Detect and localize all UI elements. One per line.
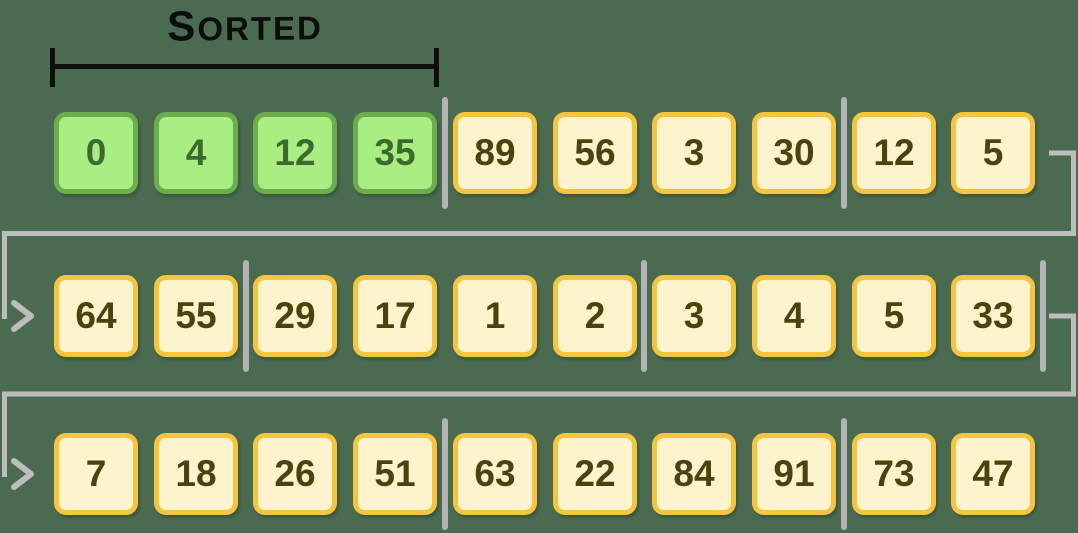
chunk-separator [243, 260, 249, 372]
array-cell-row-2-8: 5 [852, 275, 936, 357]
chunk-separator [442, 97, 448, 209]
array-cell-row-2-5: 2 [553, 275, 637, 357]
array-cell-row-2-7: 4 [752, 275, 836, 357]
chunk-separator [841, 418, 847, 530]
array-cell-row-1-7: 30 [752, 112, 836, 194]
array-cell-row-1-9: 5 [951, 112, 1035, 194]
array-cell-row-3-6: 84 [652, 433, 736, 515]
array-cell-row-2-3: 17 [353, 275, 437, 357]
array-cell-row-3-9: 47 [951, 433, 1035, 515]
array-cell-row-3-2: 26 [253, 433, 337, 515]
array-cell-row-1-1: 4 [154, 112, 238, 194]
sorted-bracket-left-tick [50, 48, 55, 87]
sorted-bracket-line [51, 64, 439, 69]
chunk-separator [841, 97, 847, 209]
sorted-label: Sorted [166, 2, 324, 50]
wrap-arrow-head-row-3 [11, 458, 34, 490]
array-cell-row-3-5: 22 [553, 433, 637, 515]
array-cell-row-2-0: 64 [54, 275, 138, 357]
array-cell-row-1-2: 12 [253, 112, 337, 194]
array-cell-row-1-3: 35 [353, 112, 437, 194]
array-cell-row-3-0: 7 [54, 433, 138, 515]
chunk-separator [442, 418, 448, 530]
wrap-arrow-head-row-2 [11, 300, 34, 332]
array-cell-row-2-2: 29 [253, 275, 337, 357]
array-cell-row-2-1: 55 [154, 275, 238, 357]
array-cell-row-2-9: 33 [951, 275, 1035, 357]
sorted-bracket-right-tick [434, 48, 439, 87]
array-cell-row-3-3: 51 [353, 433, 437, 515]
array-cell-row-1-4: 89 [453, 112, 537, 194]
chunk-separator [1040, 260, 1046, 372]
array-cell-row-2-6: 3 [652, 275, 736, 357]
array-cell-row-3-4: 63 [453, 433, 537, 515]
array-cell-row-1-6: 3 [652, 112, 736, 194]
array-cell-row-1-0: 0 [54, 112, 138, 194]
array-cell-row-3-1: 18 [154, 433, 238, 515]
array-cell-row-3-8: 73 [852, 433, 936, 515]
array-cell-row-2-4: 1 [453, 275, 537, 357]
array-cell-row-3-7: 91 [752, 433, 836, 515]
array-cell-row-1-8: 12 [852, 112, 936, 194]
array-cell-row-1-5: 56 [553, 112, 637, 194]
chunk-separator [641, 260, 647, 372]
